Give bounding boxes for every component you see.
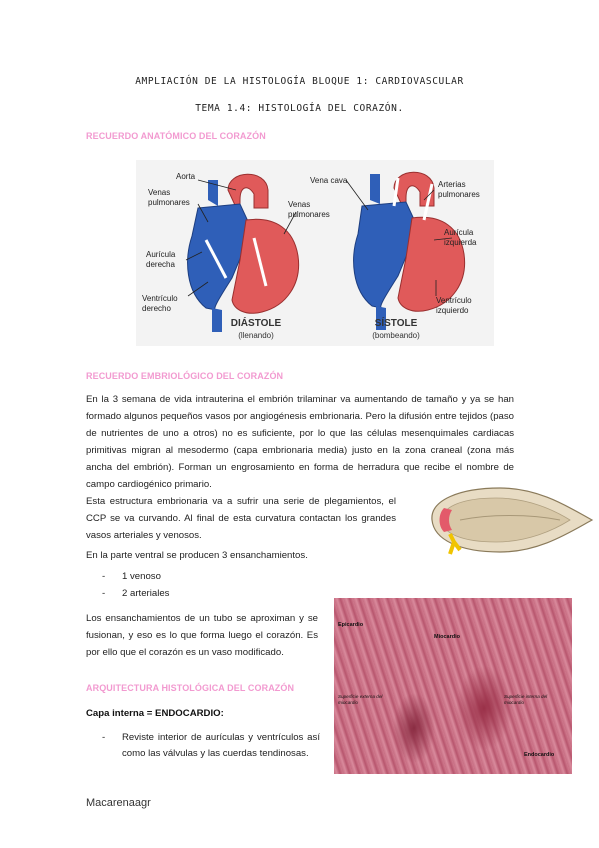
- label-aorta: Aorta: [176, 172, 196, 181]
- label-venas-pulmonares-left: Venas pulmonares: [148, 188, 190, 207]
- label-miocardio: Miocardio: [434, 634, 460, 640]
- label-ventriculo-derecho: Ventrículo derecho: [142, 294, 178, 313]
- paragraph-embryology-3: En la parte ventral se producen 3 ensanc…: [86, 550, 308, 561]
- pointer-lines: [185, 179, 453, 297]
- micrograph-image: Epicardio Miocardio Superficie externa d…: [334, 598, 572, 774]
- label-vena-cava: Vena cava: [310, 176, 348, 185]
- paragraph-embryology-1: En la 3 semana de vida intrauterina el e…: [86, 394, 514, 490]
- label-superficie-externa: Superficie externa del miocardio: [338, 694, 383, 705]
- sistole-heart: [353, 171, 466, 330]
- footer-author: Macarenaagr: [86, 797, 151, 809]
- label-ventriculo-izquierdo: Ventrículo izquierdo: [436, 296, 472, 315]
- section-heading-histology: ARQUITECTURA HISTOLÓGICA DEL CORAZÓN: [86, 683, 295, 693]
- bullet-text: Reviste interior de aurículas y ventrícu…: [122, 732, 320, 759]
- embryo-illustration: [420, 480, 594, 570]
- section-heading-embryology: RECUERDO EMBRIOLÓGICO DEL CORAZÓN: [86, 371, 284, 381]
- diastole-subtitle: (llenando): [238, 331, 274, 340]
- bullet-item-arteriales: - 2 arteriales: [102, 588, 169, 599]
- bullet-dash: -: [102, 571, 106, 582]
- topic-title: Tema 1.4: histología del corazón.: [195, 103, 404, 114]
- capa-interna-heading: Capa interna = ENDOCARDIO:: [86, 708, 224, 719]
- bullet-item-endocardio: - Reviste interior de aurículas y ventrí…: [102, 730, 320, 762]
- paragraph-embryology-2: Esta estructura embrionaria va a sufrir …: [86, 496, 396, 541]
- section-heading-anatomy: RECUERDO ANATÓMICO DEL CORAZÓN: [86, 131, 266, 141]
- label-superficie-interna: Superficie interna del miocardio: [504, 694, 548, 705]
- document-title: Ampliación de la histología bloque 1: ca…: [135, 76, 464, 87]
- label-endocardio: Endocardio: [524, 752, 555, 758]
- sistole-title: SÍSTOLE: [374, 318, 418, 329]
- bullet-item-venoso: - 1 venoso: [102, 571, 161, 582]
- label-venas-pulmonares-mid: Venas pulmonares: [288, 200, 330, 219]
- label-epicardio: Epicardio: [338, 622, 364, 628]
- bullet-dash: -: [102, 588, 106, 599]
- label-arterias-pulmonares: Arterias pulmonares: [438, 180, 480, 199]
- bullet-dash: -: [102, 732, 106, 743]
- heart-figure: Aorta Venas pulmonares Venas pulmonares …: [136, 160, 494, 346]
- label-auricula-izquierda: Aurícula izquierda: [444, 228, 477, 247]
- embryo-drawing: [431, 487, 594, 555]
- label-auricula-derecha: Aurícula derecha: [146, 250, 176, 269]
- bullet-text: 2 arteriales: [122, 588, 170, 599]
- diastole-title: DIÁSTOLE: [230, 318, 282, 329]
- heart-diagram: [185, 171, 466, 332]
- bullet-text: 1 venoso: [122, 571, 161, 582]
- paragraph-embryology-4: Los ensanchamientos de un tubo se aproxi…: [86, 613, 318, 658]
- sistole-subtitle: (bombeando): [372, 331, 420, 340]
- diastole-heart: [187, 173, 300, 332]
